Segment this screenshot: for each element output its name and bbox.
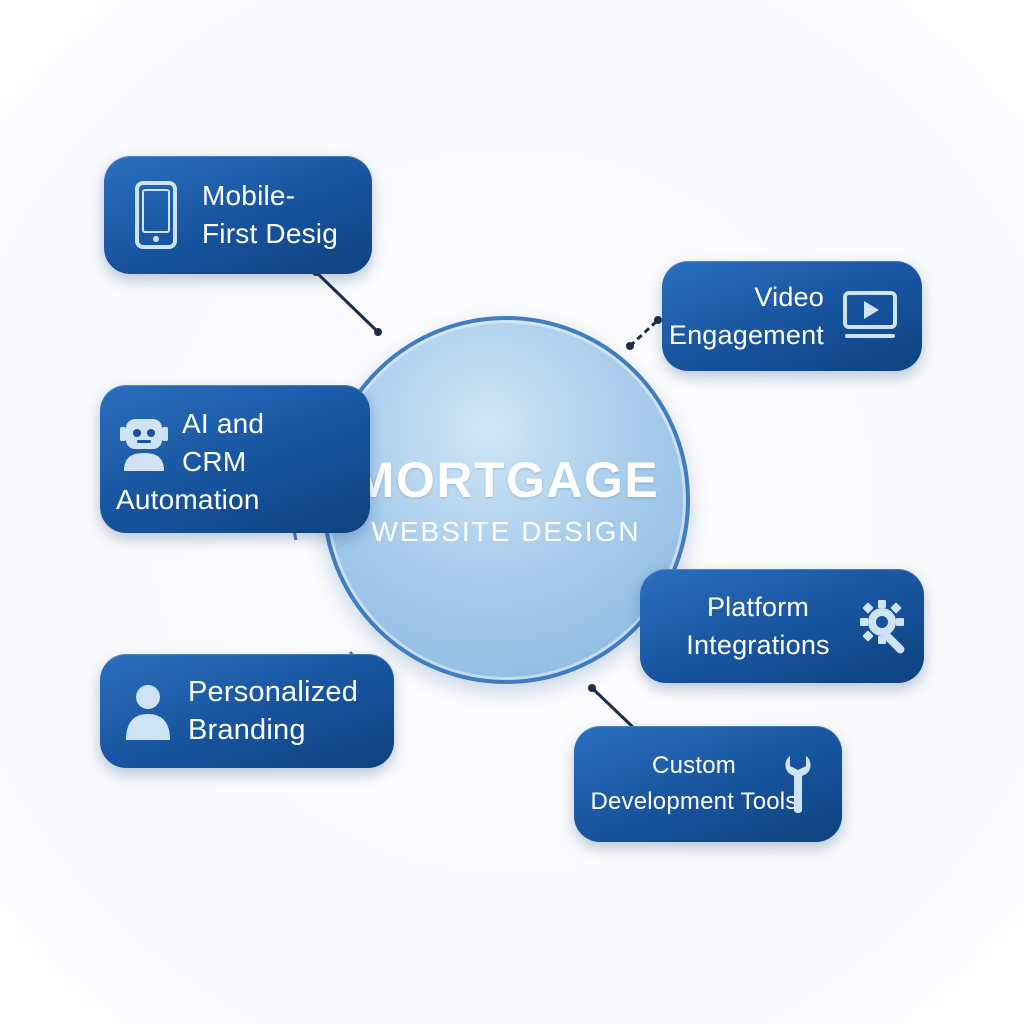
node-platform-line2: Integrations [686,630,830,660]
node-mobile-first-design: Mobile- First Desig [104,156,372,274]
node-branding-label: Personalized Branding [188,673,358,749]
node-platform-label: Platform Integrations [668,588,848,664]
connector-mobile-dot-end [374,328,382,336]
connector-mobile [314,270,380,334]
node-video-engagement: Video Engagement [662,261,922,371]
video-play-icon [840,290,900,342]
node-ai-line1: AI and [182,408,265,439]
gear-wrench-icon [854,596,918,656]
node-video-label: Video Engagement [669,278,824,354]
connector-custom [590,686,638,732]
connector-video-dot-start [626,342,634,350]
node-video-line1: Video [754,282,824,312]
node-branding-line2: Branding [188,714,306,746]
connector-video-dot-end [654,316,662,324]
smartphone-icon [128,180,184,250]
node-ai-crm-automation: AI and CRM Automation [100,385,370,533]
robot-icon [116,413,172,473]
node-mobile-label: Mobile- First Desig [202,177,338,253]
node-platform-integrations: Platform Integrations [640,569,924,683]
node-custom-label: Custom Development Tools [584,748,804,820]
node-custom-line1: Custom [652,752,736,779]
hub-subtitle: WEBSITE DESIGN [371,516,641,547]
node-branding-line1: Personalized [188,676,359,708]
hub-title: MORTGAGE [352,452,660,508]
hub-circle: MORTGAGE WEBSITE DESIGN [322,316,690,684]
node-custom-development-tools: Custom Development Tools [574,726,842,842]
node-mobile-line1: Mobile- [202,180,296,211]
connector-video [628,318,660,348]
node-ai-label: AI and CRM Automation [116,405,264,519]
node-mobile-line2: First Desig [202,218,338,249]
node-ai-line2: CRM [182,446,247,477]
node-ai-line3: Automation [116,484,260,515]
connector-custom-dot-start [588,684,596,692]
node-custom-line2: Development Tools [590,788,798,815]
person-icon [122,682,174,740]
wrench-icon [778,754,818,816]
node-personalized-branding: Personalized Branding [100,654,394,768]
node-platform-line1: Platform [706,592,810,622]
node-video-line2: Engagement [668,320,824,350]
